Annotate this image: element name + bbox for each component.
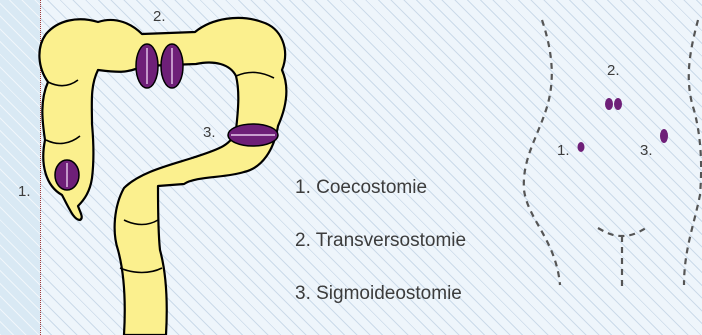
body-right-contour: [684, 20, 701, 285]
body-stoma-markers: [578, 98, 669, 152]
stoma-sigmoideostomy: [228, 124, 278, 146]
body-label-3: 3.: [640, 142, 653, 159]
body-stoma-3: [660, 129, 668, 143]
groin-mark: [598, 228, 646, 290]
body-stoma-2a: [605, 98, 613, 110]
legend-item-sigmoideostomie: 3. Sigmoideostomie: [295, 283, 462, 305]
body-stoma-1: [578, 142, 585, 152]
colon-label-3: 3.: [203, 124, 216, 141]
body-outline-diagram: [524, 20, 701, 290]
colon-label-1: 1.: [18, 183, 31, 200]
legend-item-transversostomie: 2. Transversostomie: [295, 230, 466, 252]
colon-label-2: 2.: [153, 8, 166, 25]
body-label-1: 1.: [557, 142, 570, 159]
legend-item-coecostomie: 1. Coecostomie: [295, 177, 427, 199]
body-left-contour: [524, 20, 560, 285]
body-label-2: 2.: [607, 62, 620, 79]
stoma-coecostomy: [55, 160, 79, 190]
colon-diagram: [39, 18, 286, 335]
body-stoma-2b: [614, 98, 622, 110]
